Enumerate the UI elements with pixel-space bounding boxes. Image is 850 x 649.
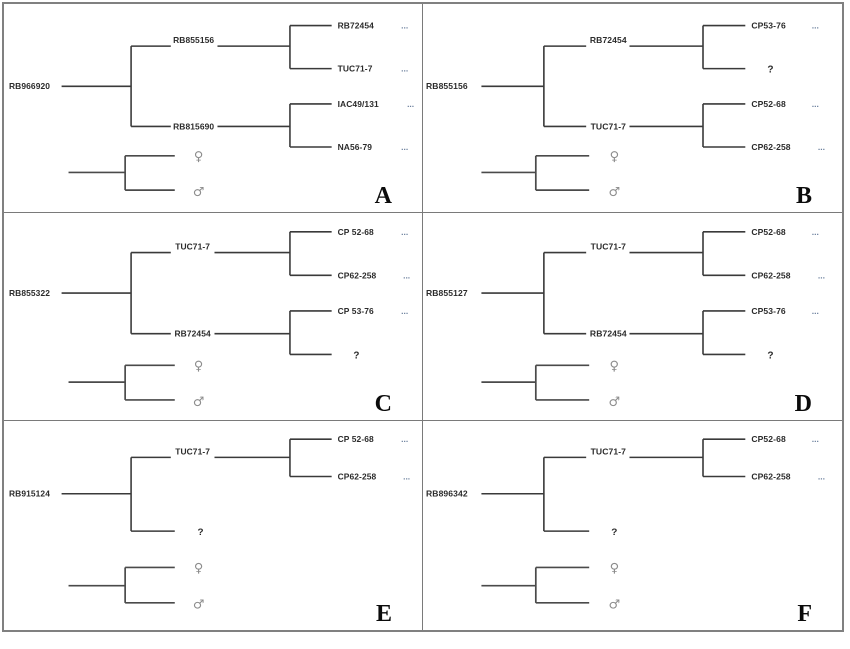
root-label: RB855156	[426, 81, 468, 91]
tree-branches-b	[481, 24, 746, 148]
mid-node-label-2: TUC71-7	[591, 121, 627, 131]
leaf-label-2: ?	[767, 65, 773, 76]
root-label: RB855322	[9, 288, 50, 298]
mid-node-label-2: RB72454	[175, 328, 212, 338]
mid-node-label-2: RB72454	[590, 328, 627, 338]
sex-legend-a: ♀ ♂	[68, 150, 205, 200]
leaf-ellipsis-3: ...	[812, 99, 819, 109]
male-symbol: ♂	[608, 395, 620, 410]
female-symbol: ♀	[610, 359, 620, 374]
leaf-ellipsis-2: ...	[403, 270, 410, 280]
leaf-ellipsis-4: ...	[401, 142, 408, 152]
tree-branches-d	[481, 230, 746, 355]
leaf-ellipsis-2: ...	[403, 473, 410, 482]
panel-a: RB966920 RB855156 RB815690 RB72454 ... T…	[4, 4, 423, 213]
leaf-label-2: CP62-258	[751, 270, 790, 280]
tree-branches-f	[481, 438, 746, 533]
panel-d-tree: RB855127 TUC71-7 RB72454 CP52-68 ... CP6…	[426, 226, 825, 409]
panel-f: RB896342 TUC71-7 ? CP52-68 ... CP62-258 …	[423, 421, 842, 630]
panel-grid: RB966920 RB855156 RB815690 RB72454 ... T…	[2, 2, 844, 632]
leaf-label-1: CP 52-68	[338, 436, 375, 445]
panel-c: RB855322 TUC71-7 RB72454 CP 52-68 ... CP…	[4, 212, 423, 422]
panel-letter: F	[797, 601, 812, 627]
female-symbol: ♀	[194, 561, 203, 576]
leaf-label-4: CP62-258	[751, 142, 791, 152]
panel-e-tree: RB915124 TUC71-7 ? CP 52-68 ... CP62-258…	[9, 436, 410, 612]
sex-legend-d: ♀ ♂	[481, 359, 620, 409]
leaf-label-1: CP52-68	[751, 435, 786, 445]
leaf-label-2: TUC71-7	[338, 64, 373, 74]
leaf-ellipsis-1: ...	[401, 21, 408, 31]
mid-node-label-1: TUC71-7	[175, 241, 210, 251]
leaf-label-1: CP 52-68	[338, 226, 374, 236]
root-label: RB915124	[9, 490, 50, 499]
male-symbol: ♂	[193, 185, 205, 200]
leaf-label-1: CP53-76	[751, 21, 786, 31]
leaf-ellipsis-2: ...	[818, 472, 825, 482]
female-symbol: ♀	[610, 150, 620, 165]
leaf-ellipsis-4: ...	[818, 142, 825, 152]
leaf-ellipsis-3: ...	[401, 306, 408, 316]
root-label: RB855127	[426, 288, 468, 298]
mid-node-label-2: ?	[611, 527, 617, 538]
tree-branches-e	[61, 438, 332, 533]
leaf-label-2: CP62-258	[338, 473, 377, 482]
leaf-ellipsis-1: ...	[812, 435, 819, 445]
panel-letter: D	[794, 391, 812, 418]
panel-b: RB855156 RB72454 TUC71-7 CP53-76 ... ? C…	[423, 4, 842, 213]
leaf-ellipsis-3: ...	[407, 99, 414, 109]
root-label: RB966920	[9, 81, 50, 91]
panel-letter: E	[375, 601, 392, 627]
panel-b-tree: RB855156 RB72454 TUC71-7 CP53-76 ... ? C…	[426, 21, 825, 200]
mid-node-label-1: RB855156	[173, 35, 214, 45]
male-symbol: ♂	[608, 598, 620, 613]
female-symbol: ♀	[610, 562, 620, 577]
mid-node-label-2: ?	[198, 527, 204, 538]
leaf-label-3: CP 53-76	[338, 306, 374, 316]
mid-node-label-1: TUC71-7	[591, 447, 627, 457]
leaf-ellipsis-1: ...	[401, 226, 408, 236]
panel-letter: B	[795, 182, 812, 209]
sex-legend-f: ♀ ♂	[481, 562, 620, 613]
male-symbol: ♂	[193, 395, 205, 410]
leaf-ellipsis-1: ...	[812, 226, 819, 236]
panel-e: RB915124 TUC71-7 ? CP 52-68 ... CP62-258…	[4, 421, 423, 630]
panel-a-tree: RB966920 RB855156 RB815690 RB72454 ... T…	[9, 21, 414, 200]
panel-letter: A	[374, 182, 392, 209]
leaf-ellipsis-2: ...	[401, 64, 408, 74]
sex-legend-b: ♀ ♂	[481, 150, 620, 200]
leaf-label-1: CP52-68	[751, 226, 786, 236]
leaf-label-4: NA56-79	[338, 142, 373, 152]
panel-d: RB855127 TUC71-7 RB72454 CP52-68 ... CP6…	[423, 213, 842, 422]
mid-node-label-1: TUC71-7	[591, 241, 627, 251]
panel-letter: C	[374, 391, 392, 418]
sex-legend-c: ♀ ♂	[68, 359, 205, 410]
male-symbol: ♂	[193, 597, 205, 612]
leaf-ellipsis-1: ...	[401, 436, 408, 445]
leaf-label-4: ?	[353, 350, 359, 361]
leaf-label-2: CP62-258	[751, 472, 791, 482]
root-label: RB896342	[426, 489, 468, 499]
leaf-ellipsis-3: ...	[812, 306, 819, 316]
tree-branches-a	[61, 24, 332, 148]
leaf-label-3: CP53-76	[751, 306, 786, 316]
male-symbol: ♂	[609, 185, 621, 200]
mid-node-label-1: TUC71-7	[175, 448, 210, 457]
mid-node-label-2: RB815690	[173, 121, 214, 131]
panel-c-tree: RB855322 TUC71-7 RB72454 CP 52-68 ... CP…	[9, 226, 410, 410]
sex-legend-e: ♀ ♂	[68, 561, 205, 612]
tree-branches-c	[61, 230, 332, 355]
female-symbol: ♀	[194, 359, 203, 374]
leaf-label-1: RB72454	[338, 21, 375, 31]
leaf-label-4: ?	[767, 350, 773, 361]
leaf-label-3: CP52-68	[751, 99, 786, 109]
leaf-ellipsis-2: ...	[818, 270, 825, 280]
leaf-label-2: CP62-258	[338, 270, 377, 280]
leaf-ellipsis-1: ...	[812, 21, 819, 31]
female-symbol: ♀	[194, 150, 203, 165]
mid-node-label-1: RB72454	[590, 35, 627, 45]
panel-f-tree: RB896342 TUC71-7 ? CP52-68 ... CP62-258 …	[426, 435, 825, 613]
leaf-label-3: IAC49/131	[338, 99, 379, 109]
